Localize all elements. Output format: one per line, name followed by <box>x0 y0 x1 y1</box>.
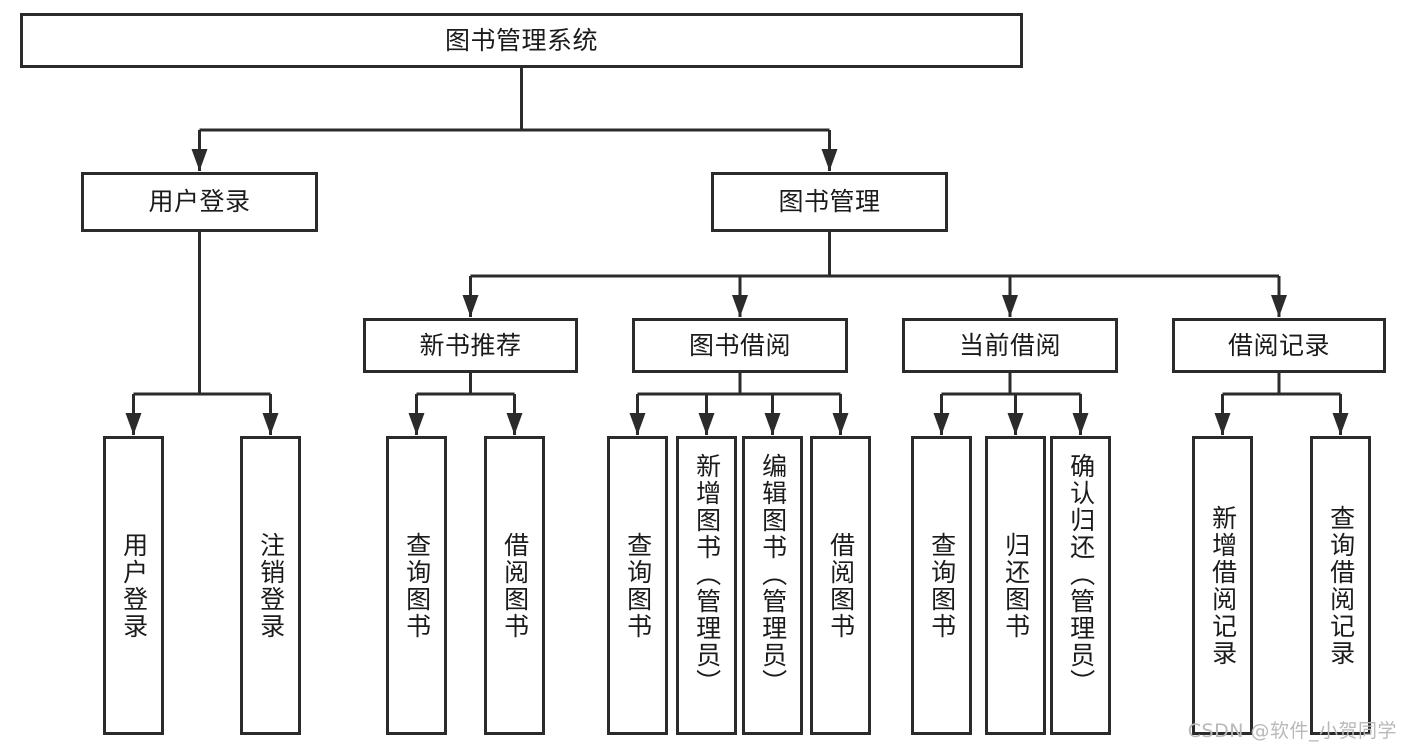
node-leaf-login[interactable]: 用户登录 <box>103 436 164 735</box>
node-label: 图书管理 <box>778 187 881 217</box>
arrow-head <box>1007 413 1024 435</box>
node-label: 图书借阅 <box>688 330 791 360</box>
node-label: 查询图书 <box>402 531 432 640</box>
arrow-head <box>764 413 781 435</box>
node-newbook[interactable]: 新书推荐 <box>363 318 578 373</box>
node-leaf-bw-borrow[interactable]: 借阅图书 <box>810 436 871 735</box>
arrow-head <box>732 295 748 317</box>
node-leaf-cur-return[interactable]: 归还图书 <box>985 436 1046 735</box>
node-leaf-bw-query[interactable]: 查询图书 <box>607 436 668 735</box>
node-leaf-rec-add[interactable]: 新增借阅记录 <box>1192 436 1253 735</box>
watermark: CSDN @软件_小贺同学 <box>1187 720 1397 742</box>
arrow-head <box>1072 413 1089 435</box>
node-label: 新增借阅记录 <box>1208 504 1238 667</box>
node-leaf-bw-add[interactable]: 新增图书（管理员） <box>676 436 737 735</box>
node-label: 归还图书 <box>1001 531 1031 640</box>
arrow-head <box>506 413 523 435</box>
node-label: 查询图书 <box>927 531 957 640</box>
node-leaf-rec-query[interactable]: 查询借阅记录 <box>1310 436 1371 735</box>
node-leaf-nb-query[interactable]: 查询图书 <box>386 436 447 735</box>
arrow-head <box>1002 295 1018 317</box>
arrow-head <box>629 413 646 435</box>
node-label: 注销登录 <box>256 531 286 640</box>
node-label: 查询借阅记录 <box>1326 504 1356 667</box>
node-leaf-nb-borrow[interactable]: 借阅图书 <box>484 436 545 735</box>
node-leaf-cur-query[interactable]: 查询图书 <box>911 436 972 735</box>
node-label: 新书推荐 <box>419 330 522 360</box>
node-label: 当前借阅 <box>958 330 1061 360</box>
node-label: 借阅图书 <box>500 531 530 640</box>
arrow-head <box>821 149 838 171</box>
arrow-head <box>191 149 208 171</box>
node-leaf-bw-edit[interactable]: 编辑图书（管理员） <box>742 436 803 735</box>
arrow-head <box>262 413 279 435</box>
node-borrow[interactable]: 图书借阅 <box>632 318 848 373</box>
node-label: 借阅记录 <box>1227 330 1330 360</box>
arrow-head <box>408 413 425 435</box>
node-leaf-logout[interactable]: 注销登录 <box>240 436 301 735</box>
node-label: 查询图书 <box>623 531 653 640</box>
node-records[interactable]: 借阅记录 <box>1172 318 1386 373</box>
arrow-head <box>698 413 715 435</box>
arrow-head <box>933 413 950 435</box>
node-label: 用户登录 <box>119 531 149 640</box>
node-label: 确认归还（管理员） <box>1066 453 1096 696</box>
node-login[interactable]: 用户登录 <box>81 172 318 232</box>
node-root[interactable]: 图书管理系统 <box>20 13 1023 68</box>
arrow-head <box>1332 413 1349 435</box>
arrow-head <box>125 413 142 435</box>
arrow-head <box>462 295 479 317</box>
node-current[interactable]: 当前借阅 <box>902 318 1118 373</box>
arrow-head <box>1214 413 1231 435</box>
node-label: 借阅图书 <box>826 531 856 640</box>
node-leaf-cur-confirm[interactable]: 确认归还（管理员） <box>1050 436 1111 735</box>
node-label: 图书管理系统 <box>444 25 598 55</box>
node-bookmgmt[interactable]: 图书管理 <box>711 172 948 232</box>
node-label: 用户登录 <box>148 187 251 217</box>
arrow-head <box>1271 295 1287 317</box>
node-label: 编辑图书（管理员） <box>758 453 788 696</box>
node-label: 新增图书（管理员） <box>692 453 722 696</box>
arrow-head <box>832 413 849 435</box>
